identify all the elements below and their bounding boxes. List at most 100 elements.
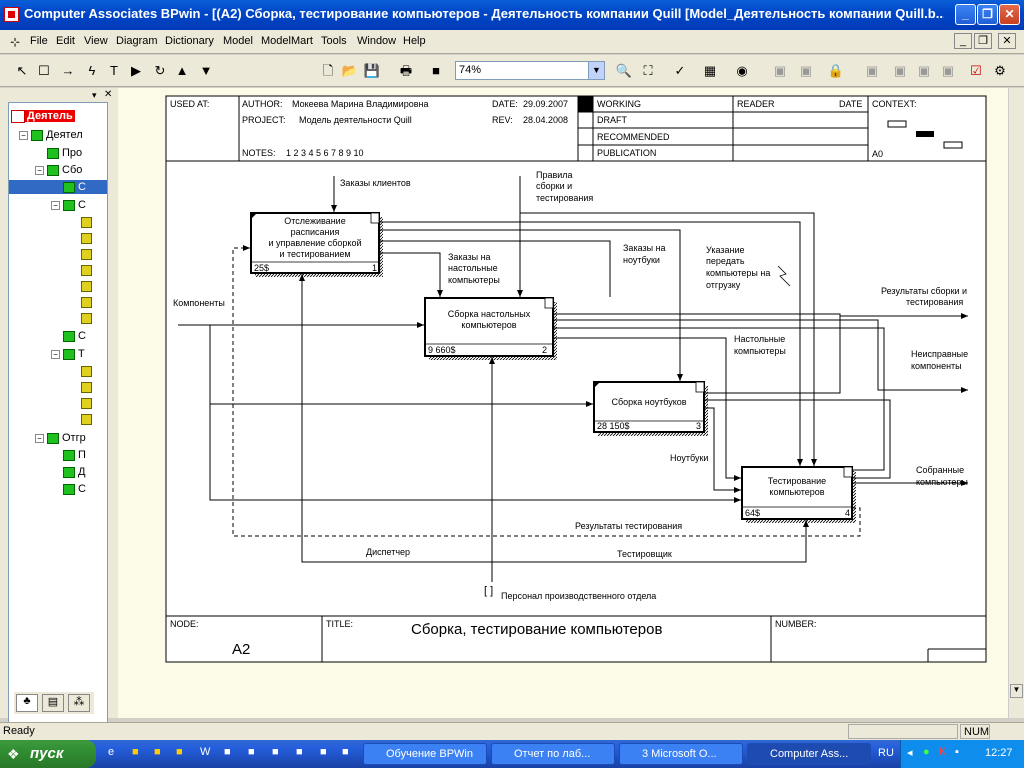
disabled-tool-icon[interactable]: ▣ — [941, 63, 955, 78]
tree-leaf-icon[interactable] — [81, 397, 92, 409]
objects-tab-icon[interactable]: ⁂ — [68, 694, 90, 712]
tree-item-selected[interactable]: С — [9, 180, 107, 194]
modelmart-icon[interactable]: ◉ — [736, 63, 748, 78]
minimize-button[interactable]: _ — [955, 4, 976, 25]
zoom-fit-icon[interactable]: ⛶ — [643, 63, 653, 78]
go-up-icon[interactable]: ▲ — [175, 63, 189, 78]
activity-box-2[interactable]: Сборка настольных компьютеров 9 660$ 2 — [424, 297, 557, 360]
spell-check-icon[interactable]: ✓ — [674, 63, 686, 78]
arrow-zakazy-noutbuki[interactable] — [379, 229, 683, 381]
tree-root[interactable]: Деятель — [11, 109, 75, 123]
rotate-icon[interactable]: ↻ — [154, 63, 166, 78]
quicklaunch-icon[interactable]: ■ — [320, 746, 327, 758]
taskbar-item[interactable]: 3 Microsoft O... — [619, 743, 743, 765]
print-icon[interactable]: 🖶 — [399, 63, 413, 78]
tree-collapse-icon[interactable]: − — [51, 201, 60, 210]
go-to-child-icon[interactable]: ▶ — [131, 63, 141, 78]
menu-dictionary[interactable]: Dictionary — [165, 35, 214, 47]
tree-collapse-icon[interactable]: − — [51, 350, 60, 359]
quicklaunch-icon[interactable]: ■ — [296, 746, 303, 758]
quicklaunch-icon[interactable]: ■ — [154, 746, 161, 758]
tree-leaf-icon[interactable] — [81, 232, 92, 244]
tree-leaf-icon[interactable] — [81, 280, 92, 292]
antivirus-icon[interactable]: K — [939, 746, 947, 758]
disabled-tool-icon[interactable]: ▣ — [917, 63, 931, 78]
box-tool-icon[interactable]: ☐ — [38, 63, 50, 78]
mdi-close-button[interactable]: ✕ — [998, 33, 1016, 49]
tree-leaf-icon[interactable] — [81, 264, 92, 276]
tree-item[interactable]: Сбо — [47, 163, 82, 177]
arrow-zakazy-noutbuki-split[interactable] — [379, 240, 611, 297]
disabled-tool-icon[interactable]: ▣ — [773, 63, 787, 78]
arrow-noutbuki[interactable] — [704, 407, 741, 493]
menu-modelmart[interactable]: ModelMart — [261, 35, 313, 47]
arrow-zakazy-nastolnye[interactable] — [379, 252, 443, 297]
quicklaunch-icon[interactable]: ■ — [248, 746, 255, 758]
language-indicator[interactable]: RU — [878, 747, 894, 759]
menu-help[interactable]: Help — [403, 35, 426, 47]
quicklaunch-icon[interactable]: ■ — [176, 746, 183, 758]
arrow-rezultaty-testirovaniya[interactable] — [232, 245, 861, 537]
quicklaunch-icon[interactable]: ■ — [342, 746, 349, 758]
tree-item[interactable]: Про — [47, 146, 82, 160]
quicklaunch-icon[interactable]: ■ — [224, 746, 231, 758]
tree-item[interactable]: Т — [63, 347, 85, 361]
tray-icon[interactable]: ◂ — [907, 747, 913, 759]
tree-item[interactable]: С — [63, 198, 86, 212]
network-icon[interactable]: ▪ — [955, 746, 959, 758]
color-icon[interactable]: ■ — [432, 63, 440, 78]
disabled-tool-icon[interactable]: ▣ — [893, 63, 907, 78]
tree-leaf-icon[interactable] — [81, 365, 92, 377]
arrow-komponenty-to-4[interactable] — [209, 404, 741, 503]
tree-item[interactable]: Деятел — [31, 128, 83, 142]
menu-file[interactable]: File — [30, 35, 48, 47]
ie-icon[interactable]: e — [108, 746, 115, 758]
zoom-in-icon[interactable]: 🔍 — [615, 63, 633, 78]
tree-item[interactable]: Д — [63, 465, 85, 479]
report-icon[interactable]: ☑ — [970, 63, 982, 78]
tree-item[interactable]: Отгр — [47, 431, 86, 445]
arrow-back-2-to-4[interactable] — [553, 327, 885, 471]
text-tool-icon[interactable]: T — [110, 63, 118, 78]
pointer-tool-icon[interactable]: ↖ — [16, 63, 28, 78]
activity-box-3[interactable]: Сборка ноутбуков 28 150$ 3 — [593, 381, 708, 436]
new-icon[interactable]: 🗋 — [322, 63, 334, 78]
lock-icon[interactable]: 🔒 — [827, 63, 845, 78]
menu-window[interactable]: Window — [357, 35, 397, 47]
tree-collapse-icon[interactable]: − — [35, 434, 44, 443]
scroll-down-icon[interactable]: ▼ — [1010, 684, 1023, 698]
arrow-testirovshik[interactable] — [492, 520, 809, 563]
taskbar-item-active[interactable]: Computer Ass... — [747, 743, 871, 765]
doc-icon[interactable]: ⊹ — [10, 35, 21, 49]
menu-edit[interactable]: Edit — [56, 35, 75, 47]
tree-leaf-icon[interactable] — [81, 381, 92, 393]
tree-item[interactable]: С — [63, 482, 86, 496]
arrow-nastolnye[interactable] — [553, 337, 741, 481]
word-icon[interactable]: W — [200, 746, 211, 758]
diagram-tab-icon[interactable]: ▤ — [42, 694, 64, 712]
close-button[interactable]: ✕ — [999, 4, 1020, 25]
taskbar-item[interactable]: Отчет по лаб... — [491, 743, 615, 765]
mdi-minimize-button[interactable]: _ — [954, 33, 972, 49]
tree-leaf-icon[interactable] — [81, 312, 92, 324]
quicklaunch-icon[interactable]: ■ — [132, 746, 139, 758]
tree-item[interactable]: П — [63, 448, 86, 462]
arrow-pravila-to-4[interactable] — [520, 212, 817, 466]
arrow-ukazanie[interactable] — [379, 221, 803, 466]
vertical-scrollbar[interactable]: ▼ — [1008, 88, 1024, 718]
zoom-select[interactable]: 74%▼ — [455, 61, 605, 80]
model-explorer-icon[interactable]: ▦ — [703, 63, 717, 78]
tree-item[interactable]: С — [63, 329, 86, 343]
menu-diagram[interactable]: Diagram — [116, 35, 158, 47]
disabled-tool-icon[interactable]: ▣ — [865, 63, 879, 78]
arrow-3-to-4[interactable] — [704, 399, 891, 479]
mdi-restore-button[interactable]: ❐ — [974, 33, 992, 49]
start-button[interactable]: пуск — [0, 740, 96, 768]
tray-icon[interactable]: ● — [923, 746, 930, 758]
arrow-rezultaty-sborki[interactable] — [553, 313, 968, 319]
activity-box-4[interactable]: Тестирование компьютеров 64$ 4 — [741, 466, 856, 523]
squiggle-tool-icon[interactable]: ϟ — [88, 63, 96, 78]
settings-icon[interactable]: ⚙ — [994, 63, 1006, 78]
menu-view[interactable]: View — [84, 35, 108, 47]
go-down-icon[interactable]: ▼ — [199, 63, 213, 78]
